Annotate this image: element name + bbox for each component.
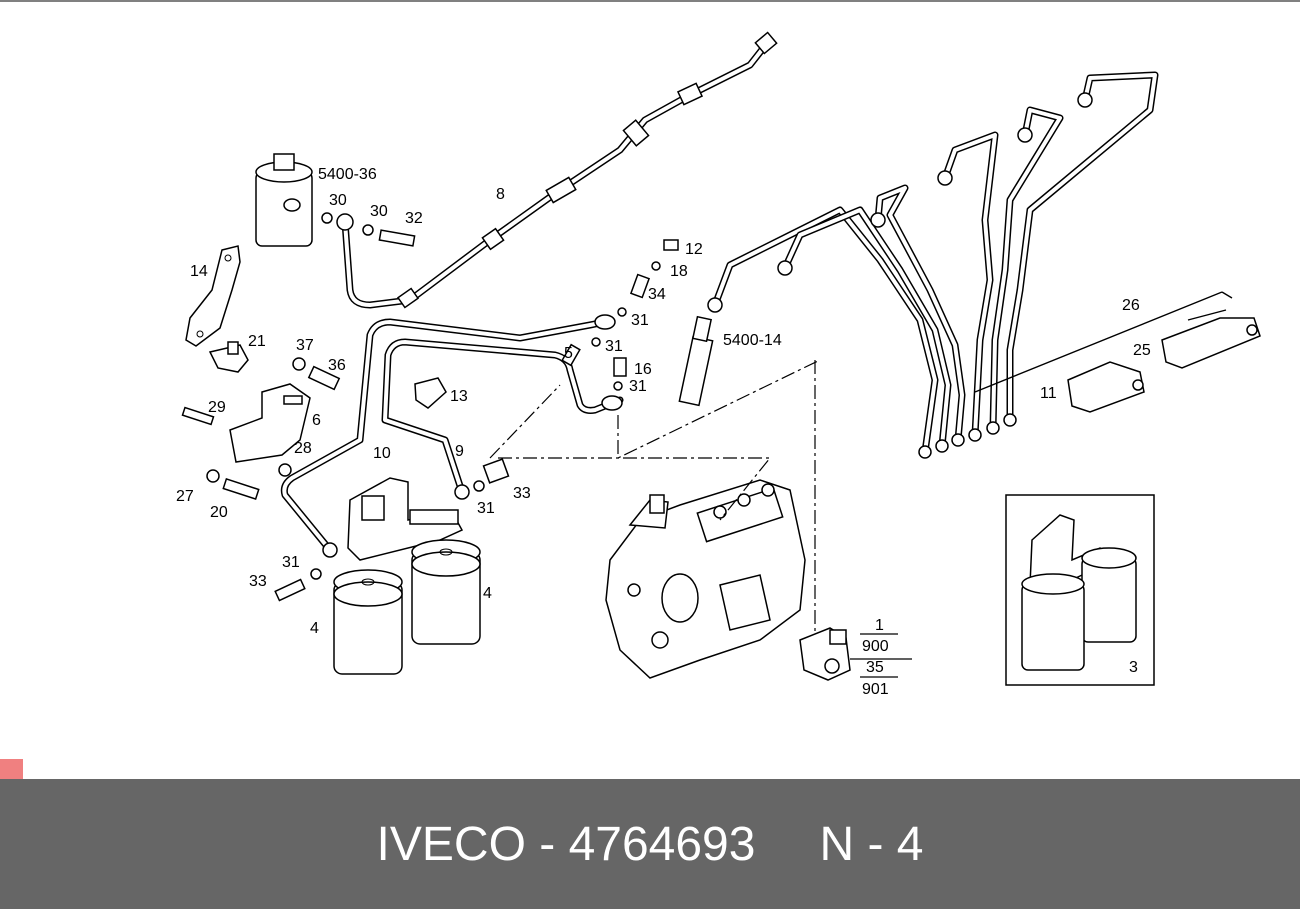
footer-separator: -: [539, 817, 556, 871]
bracket-14: [185, 245, 241, 347]
fuel-prefilter-5400-36: [255, 153, 313, 247]
inset-filter-assembly-3: [1005, 494, 1155, 686]
label-5400-36: 5400-36: [318, 166, 377, 183]
label-32: 32: [405, 210, 423, 227]
label-31-b: 31: [605, 338, 623, 355]
pipe-8: [341, 38, 772, 309]
pipe-fittings: [322, 31, 1093, 558]
label-14: 14: [190, 263, 208, 280]
clamp-21: [208, 341, 249, 373]
label-3: 3: [1129, 659, 1138, 676]
label-33-b: 33: [249, 573, 267, 590]
label-31-e: 31: [282, 554, 300, 571]
label-5400-14: 5400-14: [723, 332, 782, 349]
footer-brand: IVECO: [376, 817, 526, 871]
label-25: 25: [1133, 342, 1151, 359]
label-6: 6: [312, 412, 321, 429]
footer-part-number: 4764693: [568, 817, 756, 871]
filter-head-10: [347, 477, 464, 561]
valve-1: [799, 627, 851, 681]
label-29: 29: [208, 399, 226, 416]
clip-13: [414, 377, 447, 409]
footer-banner: IVECO - 4764693 N - 4: [0, 779, 1300, 909]
label-18: 18: [670, 263, 688, 280]
label-31-c: 31: [629, 378, 647, 395]
label-4-a: 4: [310, 620, 319, 637]
fuel-filter-4-left: [333, 569, 403, 675]
fuel-filter-4-right: [411, 539, 481, 645]
label-5: 5: [564, 345, 573, 362]
exploded-parts-diagram: 5400-36 8 30 30 32 14 21 37 36 29 6 28 2…: [0, 0, 1300, 698]
label-33-a: 33: [513, 485, 531, 502]
injection-pump: [605, 479, 806, 679]
label-12: 12: [685, 241, 703, 258]
line-26: [974, 291, 1223, 393]
fraction-1-numerator: 1: [875, 617, 884, 634]
label-11: 11: [1040, 385, 1057, 402]
callout-labels: 5400-36 8 30 30 32 14 21 37 36 29 6 28 2…: [176, 166, 1151, 698]
bracket-25: [1161, 309, 1261, 369]
label-26: 26: [1122, 297, 1140, 314]
label-9: 9: [455, 443, 464, 460]
footer-page-code: N - 4: [819, 817, 924, 871]
label-37: 37: [296, 337, 314, 354]
label-31-a: 31: [631, 312, 649, 329]
fraction-1-denominator: 900: [862, 638, 889, 655]
label-16: 16: [634, 361, 652, 378]
bracket-11: [1067, 361, 1145, 413]
label-21: 21: [248, 333, 266, 350]
label-30-a: 30: [329, 192, 347, 209]
label-27: 27: [176, 488, 194, 505]
label-34: 34: [648, 286, 666, 303]
label-31-d: 31: [477, 500, 495, 517]
label-30-b: 30: [370, 203, 388, 220]
injector-pipe-bundle: [711, 71, 1159, 456]
line-26-tip: [1221, 291, 1233, 299]
banjo-fittings-center: [473, 239, 679, 492]
injector-5400-14: [678, 315, 714, 407]
bracket-6: [229, 383, 311, 463]
pipe-10: [280, 318, 609, 554]
label-10: 10: [373, 445, 391, 462]
fraction-2-denominator: 901: [862, 681, 889, 698]
corner-marker: [0, 759, 23, 779]
label-13: 13: [450, 388, 468, 405]
label-28: 28: [294, 440, 312, 457]
washers-and-bolts-left: [206, 212, 416, 602]
label-4-b: 4: [483, 585, 492, 602]
stud-29: [181, 406, 215, 426]
label-36: 36: [328, 357, 346, 374]
reference-lines: [489, 359, 821, 632]
label-8: 8: [496, 186, 505, 203]
fraction-2-numerator: 35: [866, 659, 884, 676]
label-20: 20: [210, 504, 228, 521]
